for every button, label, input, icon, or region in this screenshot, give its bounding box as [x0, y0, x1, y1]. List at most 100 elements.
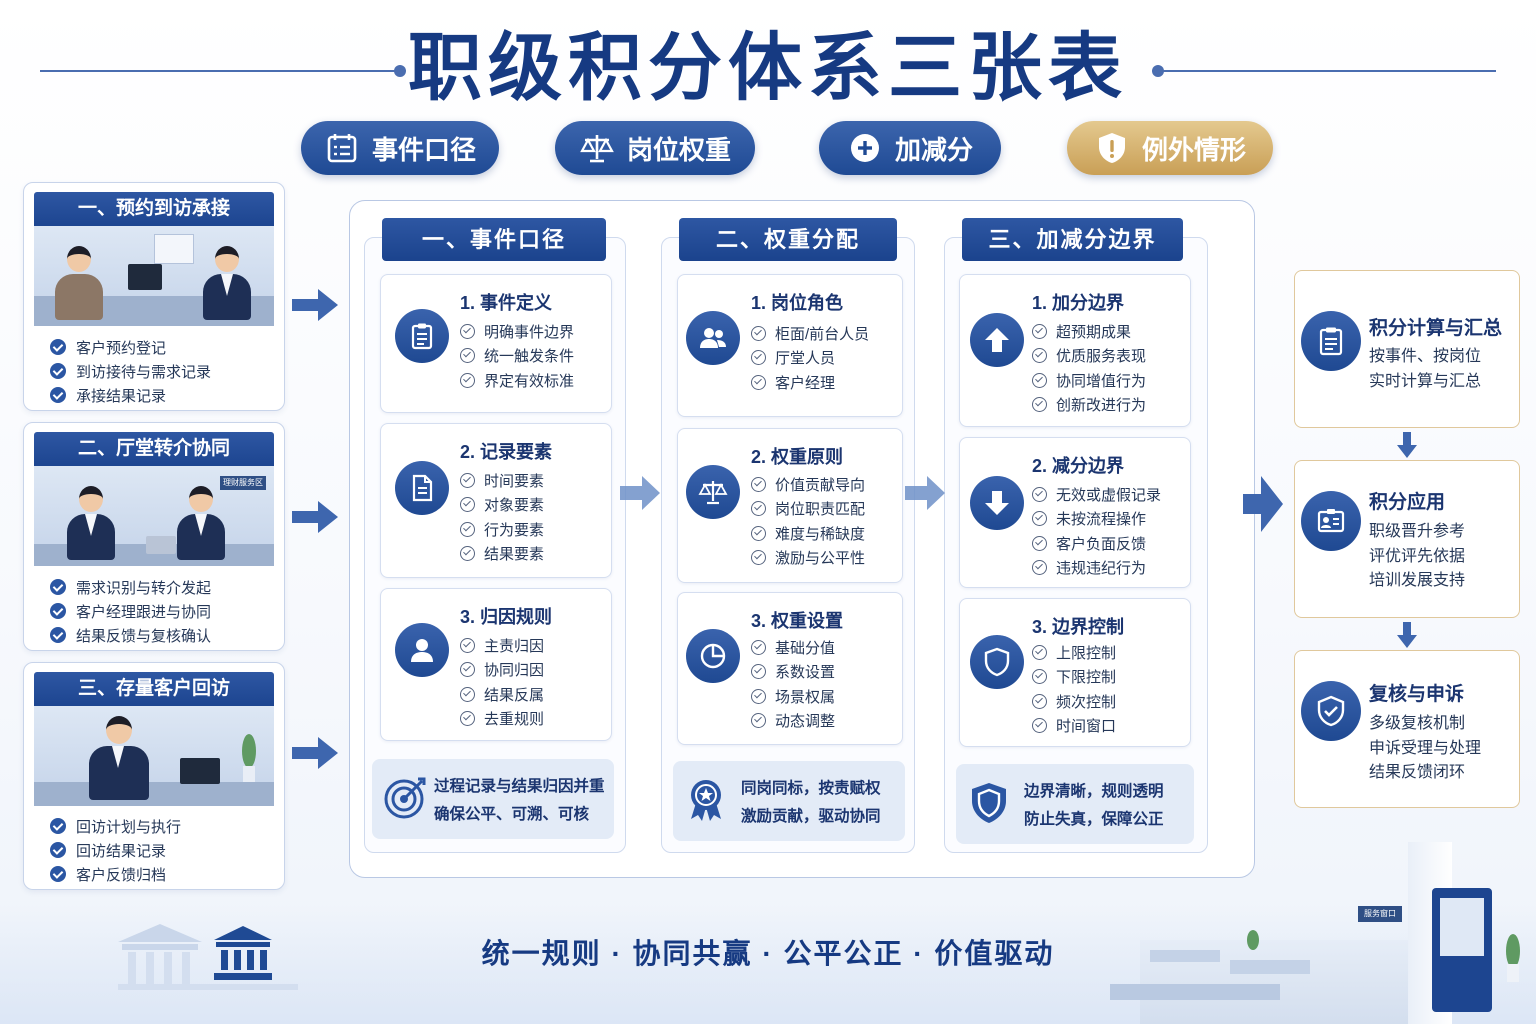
shield-alert-icon: [1098, 133, 1125, 163]
check-circle-icon: [751, 664, 766, 680]
shield-icon: [970, 635, 1024, 689]
check-circle-icon: [751, 374, 766, 390]
list-item: 回访计划与执行: [50, 814, 181, 838]
flow-arrow-right-icon: [620, 476, 660, 510]
monitor: [128, 264, 162, 290]
pie-chart-icon: [686, 629, 740, 683]
list-item-text: 系数设置: [775, 664, 836, 682]
list-item: 无效或虚假记录: [1032, 482, 1161, 507]
right-card-title: 复核与申诉: [1369, 684, 1465, 705]
right-card-text: 多级复核机制申诉受理与处理结果反馈闭环: [1369, 712, 1481, 786]
check-icon: [50, 579, 66, 595]
bottom-slogan: 统一规则 · 协同共赢 · 公平公正 · 价值驱动: [481, 938, 1055, 969]
left-card-appointment: 一、预约到访承接 客户预约登记 到访接待与需求记录 承接结果记录: [23, 182, 285, 411]
flow-arrow-down-icon: [1397, 432, 1417, 458]
section-title: 1. 事件定义: [460, 293, 553, 313]
list-item-text: 时间要素: [484, 472, 545, 490]
list-item: 岗位职责匹配: [751, 497, 865, 522]
check-circle-icon: [751, 350, 766, 366]
section-list: 柜面/前台人员 厅堂人员 客户经理: [751, 321, 869, 395]
list-item: 系数设置: [751, 660, 835, 685]
caller-figure: [86, 716, 150, 800]
staff-figure: [64, 486, 118, 560]
list-item: 到访接待与需求记录: [50, 359, 211, 383]
list-item-text: 协同增值行为: [1056, 372, 1147, 390]
pill-exceptions[interactable]: 例外情形: [1067, 121, 1273, 175]
plant-icon: [1502, 934, 1524, 984]
list-item: 明确事件边界: [460, 319, 574, 344]
column-title: 二、权重分配: [679, 218, 897, 261]
list-item: 统一触发条件: [460, 344, 574, 369]
column-title: 一、事件口径: [382, 218, 606, 261]
check-icon: [50, 818, 66, 834]
left-card-title: 二、厅堂转介协同: [34, 432, 274, 466]
clipboard-icon: [395, 309, 449, 363]
section-title: 3. 边界控制: [1032, 617, 1125, 637]
right-card-title: 积分应用: [1369, 492, 1446, 513]
branch-hall-illustration: 服务窗口: [1110, 842, 1536, 1024]
clipboard-icon: [1301, 311, 1361, 371]
footer-line: 过程记录与结果归因并重: [434, 778, 605, 795]
building-silhouette-icon: [118, 924, 298, 990]
section-title: 3. 归因规则: [460, 607, 553, 627]
laptop: [146, 536, 176, 554]
list-item-text: 激励与公平性: [775, 550, 866, 568]
flow-arrow-right-icon: [905, 476, 945, 510]
list-item-text: 场景权属: [775, 688, 836, 706]
id-card-icon: [1301, 491, 1361, 551]
pill-event-scope[interactable]: 事件口径: [301, 121, 499, 175]
counter: [1230, 960, 1310, 974]
check-circle-icon: [751, 525, 766, 541]
check-circle-icon: [460, 546, 475, 562]
list-item: 结果反馈与复核确认: [50, 623, 211, 647]
users-icon: [686, 311, 740, 365]
footer-text: 过程记录与结果归因并重确保公平、可溯、可核: [434, 773, 605, 829]
flow-arrow-right-icon: [1243, 476, 1283, 532]
right-card-line: 多级复核机制: [1369, 715, 1466, 732]
left-card-referral: 二、厅堂转介协同 理财服务区 需求识别与转介发起 客户经理跟进与协同 结果反馈与…: [23, 422, 285, 651]
list-item-text: 下限控制: [1056, 669, 1117, 687]
right-card-text: 职级晋升参考评优评先依据培训发展支持: [1369, 520, 1465, 594]
section-attribution-rules: 3. 归因规则 主责归因 协同归因 结果反属 去重规则: [380, 588, 612, 741]
section-penalty-boundary: 2. 减分边界 无效或虚假记录 未按流程操作 客户负面反馈 违规违纪行为: [959, 437, 1191, 588]
section-title: 2. 权重原则: [751, 447, 844, 467]
left-card-title: 一、预约到访承接: [34, 192, 274, 226]
column-footer-note: 过程记录与结果归因并重确保公平、可溯、可核: [372, 759, 614, 839]
section-record-elements: 2. 记录要素 时间要素 对象要素 行为要素 结果要素: [380, 423, 612, 578]
check-circle-icon: [1032, 348, 1047, 364]
plant-icon: [238, 734, 260, 784]
footer-text: 同岗同标，按责赋权激励贡献，驱动协同: [741, 775, 881, 831]
check-circle-icon: [1032, 535, 1047, 551]
section-title: 1. 岗位角色: [751, 293, 844, 313]
list-item-text: 上限控制: [1056, 644, 1117, 662]
check-circle-icon: [751, 325, 766, 341]
list-item: 界定有效标准: [460, 368, 574, 393]
column-footer-note: 边界清晰，规则透明防止失真，保障公正: [956, 764, 1194, 844]
check-circle-icon: [1032, 486, 1047, 502]
list-item-text: 客户经理跟进与协同: [76, 603, 212, 621]
list-item-text: 回访计划与执行: [76, 818, 182, 836]
award-ribbon-icon: [691, 780, 721, 821]
check-circle-icon: [751, 713, 766, 729]
list-item-text: 对象要素: [484, 497, 545, 515]
section-list: 明确事件边界 统一触发条件 界定有效标准: [460, 319, 574, 393]
section-list: 价值贡献导向 岗位职责匹配 难度与稀缺度 激励与公平性: [751, 472, 865, 570]
shield-check-icon: [1301, 681, 1361, 741]
right-card-line: 培训发展支持: [1369, 572, 1466, 589]
right-card-text: 按事件、按岗位实时计算与汇总: [1369, 345, 1481, 394]
list-item-text: 客户反馈归档: [76, 866, 167, 884]
title-line-left: [40, 70, 400, 72]
section-list: 时间要素 对象要素 行为要素 结果要素: [460, 468, 544, 566]
pill-position-weight[interactable]: 岗位权重: [555, 121, 755, 175]
pill-plus-minus[interactable]: 加减分: [819, 121, 1001, 175]
list-item: 频次控制: [1032, 689, 1116, 714]
check-icon: [50, 627, 66, 643]
check-circle-icon: [460, 637, 475, 653]
footer-line: 激励贡献，驱动协同: [741, 808, 881, 825]
list-item-text: 统一触发条件: [484, 348, 575, 366]
list-item-text: 超预期成果: [1056, 323, 1132, 341]
calendar-list-icon: [327, 134, 357, 163]
list-item: 基础分值: [751, 635, 835, 660]
footer-line: 同岗同标，按责赋权: [741, 780, 881, 797]
list-item-text: 客户预约登记: [76, 339, 167, 357]
